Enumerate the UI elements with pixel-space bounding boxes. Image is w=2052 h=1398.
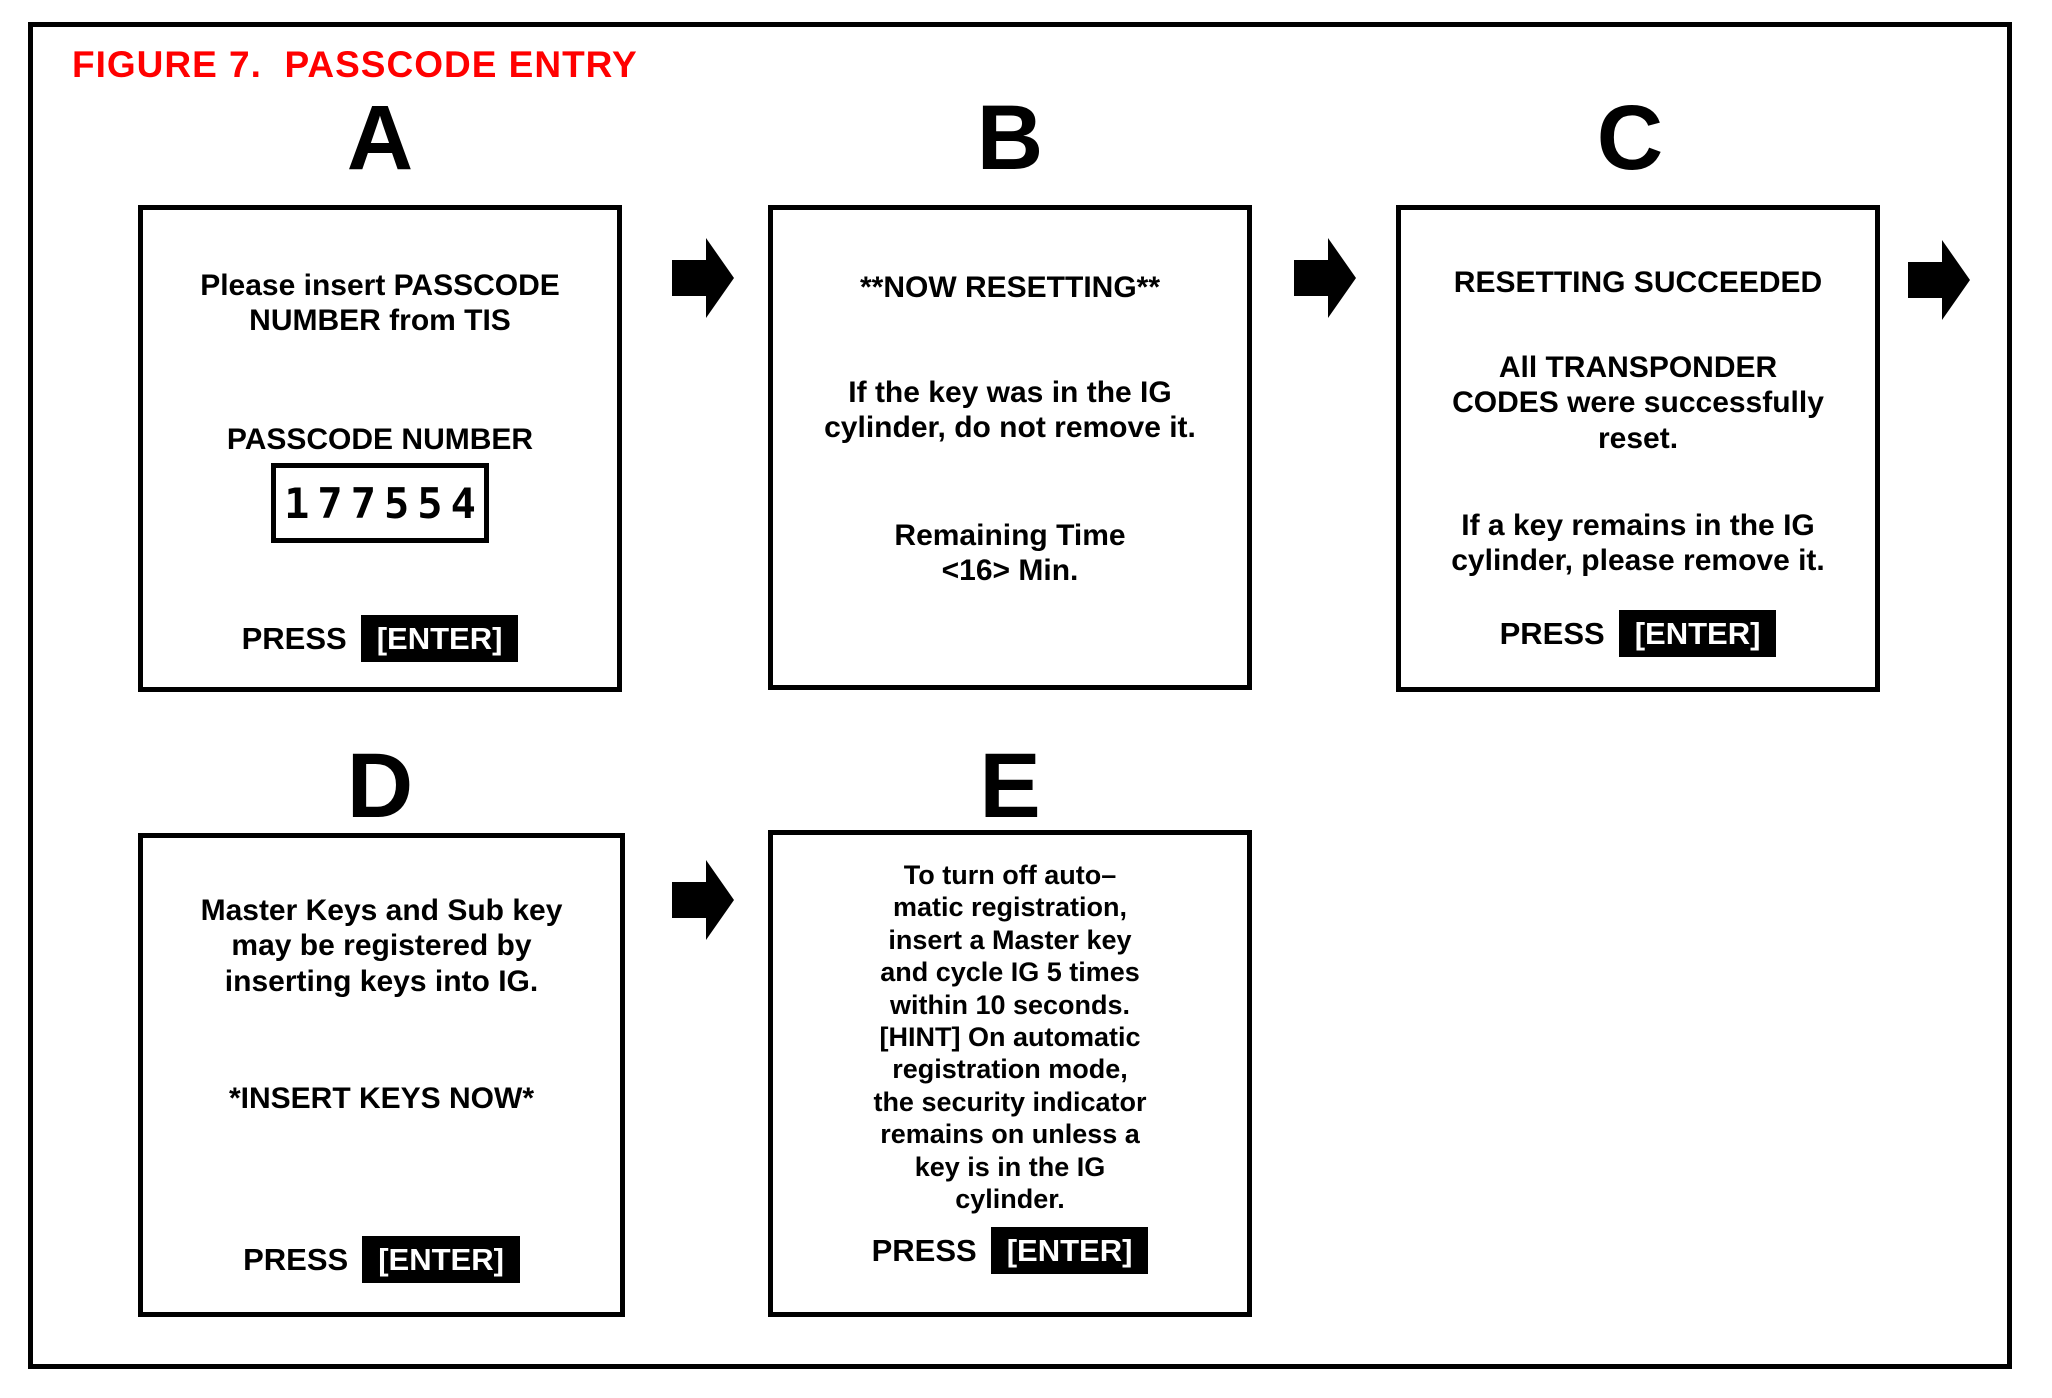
- remove-key-text: If a key remains in the IG cylinder, ple…: [1451, 509, 1825, 578]
- press-label: PRESS: [871, 1232, 977, 1268]
- enter-key-badge: [ENTER]: [362, 1236, 520, 1283]
- right-arrow-icon: [1294, 236, 1358, 320]
- press-enter-row-a: PRESS [ENTER]: [143, 615, 617, 662]
- press-enter-row-c: PRESS [ENTER]: [1401, 610, 1875, 657]
- transponder-codes-text: All TRANSPONDER CODES were successfully …: [1452, 351, 1824, 455]
- press-label: PRESS: [1499, 615, 1605, 651]
- press-label: PRESS: [243, 1241, 349, 1277]
- screen-b-now-resetting: **NOW RESETTING** If the key was in the …: [768, 205, 1252, 690]
- right-arrow-icon: [1908, 238, 1972, 322]
- right-arrow-icon: [672, 236, 736, 320]
- press-enter-row-e: PRESS [ENTER]: [773, 1227, 1247, 1274]
- screen-a-passcode-entry: Please insert PASSCODE NUMBER from TIS P…: [138, 205, 622, 692]
- enter-key-badge: [ENTER]: [1618, 610, 1777, 657]
- enter-key-badge: [ENTER]: [360, 615, 519, 662]
- press-label: PRESS: [241, 620, 347, 656]
- now-resetting-title: **NOW RESETTING**: [859, 271, 1161, 304]
- insert-keys-now-text: *INSERT KEYS NOW*: [228, 1082, 535, 1115]
- step-letter-c: C: [1596, 87, 1664, 189]
- step-letter-b: B: [976, 87, 1044, 189]
- step-letter-e: E: [979, 735, 1041, 837]
- step-letter-d: D: [346, 735, 414, 837]
- passcode-value: 177554: [284, 478, 484, 528]
- remaining-time-text: Remaining Time <16> Min.: [894, 519, 1126, 588]
- auto-registration-hint-text: To turn off auto– matic registration, in…: [873, 860, 1147, 1214]
- resetting-succeeded-title: RESETTING SUCCEEDED: [1453, 266, 1823, 299]
- screen-c-resetting-succeeded: RESETTING SUCCEEDED All TRANSPONDER CODE…: [1396, 205, 1880, 692]
- step-letter-a: A: [346, 87, 414, 189]
- key-warning-text: If the key was in the IG cylinder, do no…: [824, 376, 1196, 445]
- passcode-number-label: PASSCODE NUMBER: [226, 423, 534, 456]
- enter-key-badge: [ENTER]: [990, 1227, 1149, 1274]
- register-keys-text: Master Keys and Sub key may be registere…: [200, 894, 563, 998]
- passcode-prompt-text: Please insert PASSCODE NUMBER from TIS: [200, 269, 560, 338]
- screen-e-auto-registration-hint: To turn off auto– matic registration, in…: [768, 830, 1252, 1317]
- screen-d-register-keys: Master Keys and Sub key may be registere…: [138, 833, 625, 1317]
- figure-title: FIGURE 7. PASSCODE ENTRY: [72, 44, 638, 85]
- passcode-value-box: 177554: [271, 463, 489, 543]
- press-enter-row-d: PRESS [ENTER]: [143, 1236, 620, 1283]
- right-arrow-icon: [672, 858, 736, 942]
